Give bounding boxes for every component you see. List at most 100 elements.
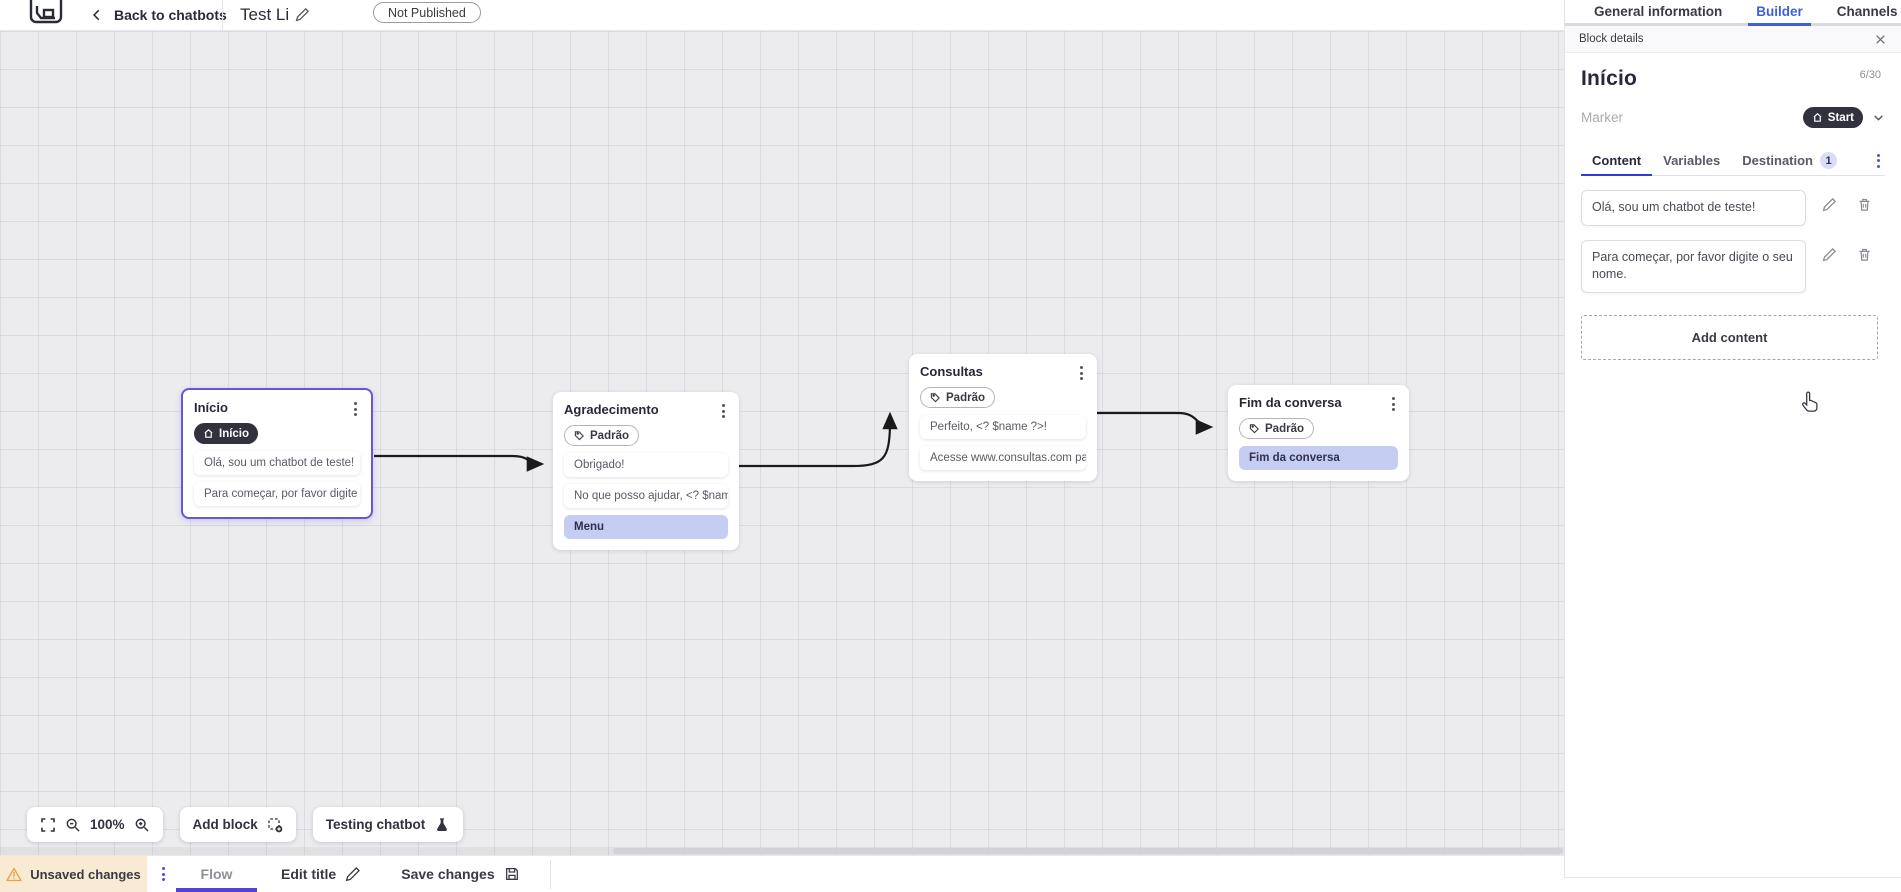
tab-builder[interactable]: Builder — [1748, 0, 1811, 26]
marker-start-pill[interactable]: Start — [1802, 107, 1863, 128]
tab-destination-label: Destination — [1742, 153, 1814, 168]
kebab-menu-icon[interactable] — [1077, 364, 1086, 382]
kebab-menu-icon[interactable] — [719, 402, 728, 420]
tab-general-information[interactable]: General information — [1594, 4, 1723, 19]
home-icon — [1813, 113, 1822, 122]
status-badge: Not Published — [373, 2, 481, 23]
content-message[interactable]: Para começar, por favor digite o seu nom… — [1581, 239, 1806, 293]
badge-label: Padrão — [1265, 422, 1304, 435]
unsaved-changes-indicator: Unsaved changes — [0, 856, 147, 892]
hand-cursor-icon — [1802, 391, 1818, 412]
pencil-icon[interactable] — [1822, 197, 1837, 212]
topbar-divider — [222, 0, 223, 30]
node-message-card[interactable]: Obrigado! — [564, 453, 728, 477]
block-details-body: Início 6/30 Marker Start Content Variabl… — [1565, 53, 1901, 412]
zoom-out-icon[interactable] — [65, 817, 81, 833]
node-title: Consultas — [920, 364, 983, 379]
add-block-label: Add block — [192, 817, 258, 832]
node-message-card[interactable]: No que posso ajudar, <? $name ... — [564, 484, 728, 508]
node-button-card[interactable]: Menu — [564, 515, 728, 539]
content-item-row: Olá, sou um chatbot de teste! — [1581, 190, 1885, 226]
tag-icon — [1249, 424, 1259, 434]
save-changes-label: Save changes — [401, 866, 495, 882]
bottombar-divider — [549, 859, 551, 889]
flow-node-inicio[interactable]: Início Início Olá, sou um chatbot de tes… — [181, 388, 373, 519]
flow-node-fim[interactable]: Fim da conversa Padrão Fim da conversa — [1228, 385, 1409, 481]
tag-icon — [574, 431, 584, 441]
close-icon[interactable] — [1874, 33, 1887, 46]
block-details-title: Block details — [1579, 33, 1644, 45]
save-changes-button[interactable]: Save changes — [401, 866, 519, 882]
block-details-header: Block details — [1565, 26, 1901, 53]
wire-agradecimento-consultas — [739, 411, 898, 468]
flow-canvas[interactable]: Início Início Olá, sou um chatbot de tes… — [0, 30, 1564, 855]
chevron-down-icon[interactable] — [1872, 111, 1885, 124]
block-name[interactable]: Início — [1581, 67, 1638, 90]
node-message-card[interactable]: Perfeito, <? $name ?>! — [920, 415, 1086, 439]
node-title: Fim da conversa — [1239, 395, 1342, 410]
flask-icon — [437, 817, 448, 831]
padrao-badge: Padrão — [564, 425, 639, 446]
badge-label: Padrão — [946, 391, 985, 404]
tab-flow[interactable]: Flow — [176, 856, 257, 892]
start-marker-badge: Início — [194, 423, 259, 444]
node-message-card[interactable]: Olá, sou um chatbot de teste! — [194, 451, 360, 475]
back-to-chatbots[interactable]: Back to chatbots — [90, 0, 227, 30]
unsaved-changes-label: Unsaved changes — [30, 866, 141, 882]
testing-chatbot-label: Testing chatbot — [325, 817, 426, 832]
trash-icon[interactable] — [1857, 197, 1872, 212]
trash-icon[interactable] — [1857, 247, 1872, 262]
kebab-menu-icon[interactable] — [351, 400, 360, 418]
zoom-controls: 100% — [27, 807, 163, 842]
add-block-icon — [268, 817, 283, 832]
flow-node-agradecimento[interactable]: Agradecimento Padrão Obrigado! No que po… — [553, 392, 739, 550]
canvas-toolbar: 100% Add block Testing chatbot — [27, 807, 464, 842]
section-kebab-menu-icon[interactable] — [1874, 152, 1883, 170]
content-message[interactable]: Olá, sou um chatbot de teste! — [1581, 190, 1806, 226]
add-content-button[interactable]: Add content — [1581, 314, 1878, 360]
bot-title: Test Li — [240, 5, 290, 24]
save-disk-icon — [505, 868, 518, 880]
add-block-button[interactable]: Add block — [179, 807, 296, 842]
kebab-menu-icon[interactable] — [1389, 395, 1398, 413]
edit-title-button[interactable]: Edit title — [281, 866, 361, 882]
edit-title-pencil-icon[interactable] — [295, 7, 310, 22]
tag-icon — [930, 393, 940, 403]
marker-label: Marker — [1581, 110, 1624, 125]
scrollbar-thumb[interactable] — [613, 848, 1563, 854]
badge-label: Padrão — [590, 429, 629, 442]
node-title: Agradecimento — [564, 402, 659, 417]
zoom-level: 100% — [90, 817, 125, 832]
node-title: Início — [194, 400, 228, 415]
padrao-badge: Padrão — [920, 387, 995, 408]
char-count: 6/30 — [1859, 69, 1881, 81]
horizontal-scrollbar[interactable] — [0, 847, 1564, 855]
node-message-card[interactable]: Acesse www.consultas.com par... — [920, 446, 1086, 470]
block-section-tabs: Content Variables Destination 1 — [1581, 146, 1885, 176]
app-logo-icon — [29, 0, 63, 24]
pencil-icon[interactable] — [1822, 247, 1837, 262]
testing-chatbot-button[interactable]: Testing chatbot — [312, 807, 464, 842]
tab-destination[interactable]: Destination 1 — [1731, 146, 1848, 176]
destination-count-badge: 1 — [1820, 152, 1838, 169]
node-message-card[interactable]: Para começar, por favor digite o ... — [194, 482, 360, 506]
flow-node-consultas[interactable]: Consultas Padrão Perfeito, <? $name ?>! … — [909, 354, 1097, 481]
tab-content[interactable]: Content — [1581, 146, 1653, 176]
flow-kebab-menu-icon[interactable] — [159, 865, 168, 883]
content-item-row: Para começar, por favor digite o seu nom… — [1581, 239, 1885, 293]
pencil-icon — [345, 867, 361, 882]
home-icon — [204, 429, 213, 438]
marker-value: Start — [1827, 111, 1854, 124]
tab-channels[interactable]: Channels — [1836, 4, 1898, 19]
badge-label: Início — [219, 427, 250, 440]
warning-triangle-icon — [6, 867, 22, 881]
fullscreen-icon[interactable] — [40, 817, 56, 833]
tab-variables[interactable]: Variables — [1663, 153, 1721, 168]
wire-inicio-agradecimento — [374, 454, 545, 472]
block-details-panel: General information Builder Channels Blo… — [1564, 0, 1901, 878]
zoom-in-icon[interactable] — [134, 817, 150, 833]
node-button-card[interactable]: Fim da conversa — [1239, 446, 1398, 470]
chevron-left-icon — [93, 9, 100, 21]
edit-title-label: Edit title — [281, 866, 337, 882]
